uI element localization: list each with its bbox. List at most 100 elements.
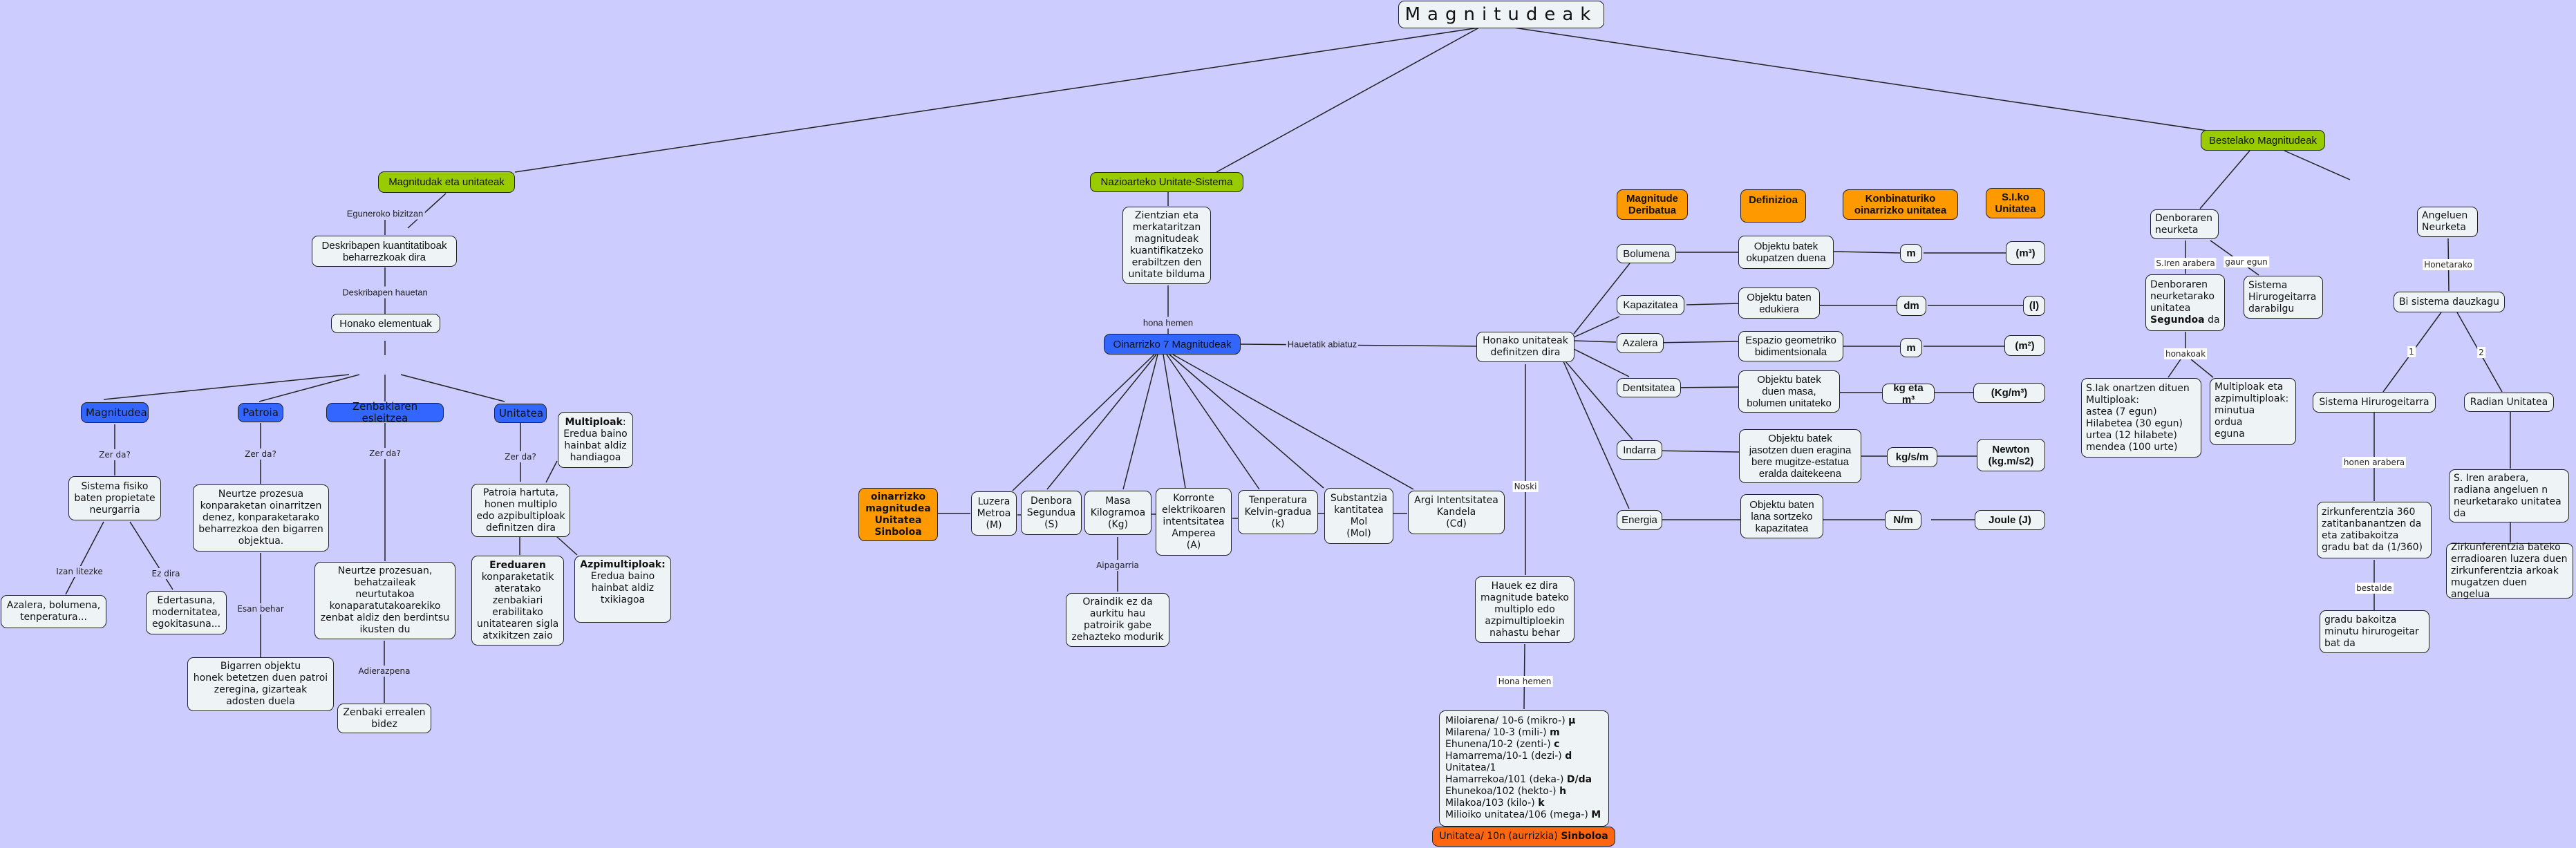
prefix-item: Ehunena/10-2 (zenti-) c: [1445, 739, 1560, 750]
magnitudea-definition[interactable]: Sistema fisiko baten propietate neurgarr…: [68, 476, 161, 520]
derived-definition-area[interactable]: Espazio geometriko bidimentsionala: [1738, 331, 1843, 361]
prefix-item: Milakoa/103 (kilo-) k: [1445, 798, 1545, 809]
derived-name-energy[interactable]: Energia: [1617, 510, 1662, 530]
derived-name-density[interactable]: Dentsitatea: [1617, 378, 1681, 397]
link-label-one: 1: [2407, 346, 2416, 357]
legend-base-magnitude-unit-symbol: oinarrizko magnitudea Unitatea Sinboloa: [858, 488, 938, 541]
link-label-of-course: Noski: [1512, 481, 1539, 492]
time-si-unit[interactable]: Denboraren neurketarako unitatea Segundo…: [2145, 274, 2225, 331]
model-title: Ereduaren: [489, 559, 546, 571]
derived-name-volume[interactable]: Bolumena: [1617, 244, 1676, 263]
time-measurement[interactable]: Denboraren neurketa: [2150, 209, 2219, 239]
derived-si-energy[interactable]: Joule (J): [1975, 510, 2045, 530]
link-label-what-is: Zer da?: [97, 449, 132, 460]
header-si-unit: S.I.ko Unitatea: [1986, 188, 2045, 218]
angle-sexagesimal[interactable]: Sistema Hirurogeitarra: [2313, 392, 2436, 413]
submultiples-box[interactable]: Azpimultiploak: Eredua baino hainbat ald…: [574, 556, 671, 623]
derived-definition-density[interactable]: Objektu batek duen masa, bolumen unitate…: [1738, 370, 1840, 413]
unitatea-definition[interactable]: Patroia hartuta, honen multiplo edo azpi…: [471, 484, 570, 537]
link-label-are-not: Ez dira: [150, 568, 182, 579]
derived-combined-area[interactable]: m: [1900, 338, 1922, 357]
link-label-could-be: Izan litezke: [55, 566, 104, 577]
derived-name-capacity[interactable]: Kapazitatea: [1617, 295, 1684, 315]
base-unit-substance[interactable]: Substantzia kantitatea Mol (Mol): [1324, 488, 1393, 544]
base-unit-luminous-intensity[interactable]: Argi Intentsitatea Kandela (Cd): [1408, 491, 1505, 534]
derived-definition-capacity[interactable]: Objektu baten edukiera: [1738, 288, 1820, 319]
derived-combined-capacity[interactable]: dm: [1897, 296, 1926, 316]
defined-units-node[interactable]: Honako unitateak definitzen dira: [1476, 332, 1574, 362]
time-si-multiples[interactable]: S.Iak onartzen dituen Multiploak: astea …: [2081, 378, 2201, 458]
derived-combined-energy[interactable]: N/m: [1885, 510, 1921, 530]
header-combined-units: Konbinaturiko oinarrizko unitatea: [1843, 189, 1958, 220]
multiples-title: Multiploak: [565, 416, 623, 428]
prefix-item: Ehunekoa/102 (hekto-) h: [1445, 786, 1567, 797]
international-system-description[interactable]: Zientzian eta merkataritzan magnitudeak …: [1122, 207, 1211, 284]
concept-magnitudea[interactable]: Magnitudea: [81, 402, 149, 423]
quantitative-descriptions[interactable]: Deskribapen kuantitatiboak beharrezkoak …: [312, 236, 457, 267]
base-7-magnitudes[interactable]: Oinarrizko 7 Magnitudeak: [1104, 334, 1241, 355]
magnitudea-non-examples[interactable]: Edertasuna, modernitatea, egokitasuna...: [146, 591, 227, 634]
patroia-definition[interactable]: Neurtze prozesua konparaketan oinarritze…: [193, 484, 329, 552]
prefix-item: Milarena/ 10-3 (mili-) m: [1445, 727, 1560, 738]
time-other-multiples[interactable]: Multiploak eta azpimultiploak: minutua o…: [2210, 378, 2296, 445]
derived-si-area[interactable]: (m²): [2004, 335, 2045, 356]
time-sexagesimal[interactable]: Sistema Hirurogeitarra darabilgu: [2244, 276, 2323, 319]
prefix-footer: Unitatea/ 10n (aurrizkia) Sinboloa: [1432, 827, 1615, 847]
derived-definition-energy[interactable]: Objektu baten lana sortzeko kapazitatea: [1740, 494, 1823, 538]
mass-note[interactable]: Oraindik ez da aurkitu hau patroirik gab…: [1066, 593, 1169, 647]
derived-definition-force[interactable]: Objektu batek jasotzen duen eragina bere…: [1739, 429, 1861, 483]
circumference-360[interactable]: zirkunferentzia 360 zatitanbanantzen da …: [2317, 502, 2432, 558]
radian-si[interactable]: S. Iren arabera, radiana angeluen n neur…: [2449, 469, 2569, 522]
model-box[interactable]: Ereduaren konparaketatik ateratako zenba…: [471, 556, 564, 646]
base-unit-current[interactable]: Korronte elektrikoaren intentsitatea Amp…: [1156, 488, 1232, 556]
branch-international-system[interactable]: Nazioarteko Unitate-Sistema: [1090, 172, 1243, 192]
derived-combined-volume[interactable]: m: [1900, 244, 1922, 263]
derived-definition-volume[interactable]: Objektu batek okupatzen duena: [1738, 236, 1834, 269]
derived-name-force[interactable]: Indarra: [1617, 440, 1662, 460]
derived-si-volume[interactable]: (m³): [2006, 241, 2045, 265]
derived-si-density[interactable]: (Kg/m³): [1973, 383, 2045, 403]
branch-other-magnitudes[interactable]: Bestelako Magnitudeak: [2201, 130, 2325, 151]
derived-si-force[interactable]: Newton (kg.m/s2): [1977, 439, 2045, 471]
link-label-what-is: Zer da?: [368, 448, 402, 459]
not-confuse-note[interactable]: Hauek ez dira magnitude bateko multiplo …: [1475, 576, 1574, 643]
concept-unitatea[interactable]: Unitatea: [494, 404, 547, 423]
base-unit-length[interactable]: Luzera Metroa (M): [971, 491, 1017, 536]
multiples-text: : Eredua baino hainbat aldiz handiagoa: [563, 416, 628, 463]
header-definition: Definizioa: [1740, 189, 1806, 223]
link-label-also: bestalde: [2355, 583, 2394, 594]
link-label-must-say: Esan behar: [236, 603, 285, 614]
radian-unit[interactable]: Radian Unitatea: [2464, 393, 2554, 412]
two-systems[interactable]: Bi sistema dauzkagu: [2394, 292, 2505, 312]
link-label-for-this: Honetarako: [2423, 259, 2474, 270]
concept-patroia[interactable]: Patroia: [238, 403, 283, 422]
derived-name-area[interactable]: Azalera: [1617, 333, 1664, 353]
derived-combined-force[interactable]: kg/s/m: [1887, 447, 1937, 467]
concept-zenbakiaren-esleitzea[interactable]: Zenbakiaren esleitzea: [326, 401, 444, 424]
following-elements[interactable]: Honako elementuak: [331, 314, 440, 333]
derived-combined-density[interactable]: kg eta m³: [1882, 382, 1935, 406]
prefix-footer-symbol: Sinboloa: [1561, 831, 1608, 842]
link-label-today: gaur egun: [2224, 256, 2269, 267]
link-label-expression: Adierazpena: [357, 666, 412, 677]
zenbakia-expression[interactable]: Zenbaki errealen bidez: [337, 704, 431, 733]
zenbakia-definition[interactable]: Neurtze prozesuan, behatzaileak neurtuta…: [314, 562, 455, 639]
submultiples-text: Eredua baino hainbat aldiz txikiagoa: [590, 571, 655, 605]
multiples-box[interactable]: Multiploak: Eredua baino hainbat aldiz h…: [558, 412, 633, 468]
branch-magnitudes-units[interactable]: Magnitudak eta unitateak: [378, 171, 515, 193]
prefix-item: Miloiarena/ 10-6 (mikro-) µ: [1445, 715, 1576, 726]
derived-si-capacity[interactable]: (l): [2023, 296, 2045, 316]
base-unit-temperature[interactable]: Tenperatura Kelvin-gradua (k): [1238, 490, 1318, 534]
angle-measurement[interactable]: Angeluen Neurketa: [2417, 207, 2478, 237]
patroia-note[interactable]: Bigarren objektu honek betetzen duen pat…: [187, 657, 334, 711]
prefix-list[interactable]: Miloiarena/ 10-6 (mikro-) µ Milarena/ 10…: [1439, 710, 1609, 827]
base-unit-time[interactable]: Denbora Segundua (S): [1021, 491, 1082, 535]
degree-minute[interactable]: gradu bakoitza minutu hirurogeitar bat d…: [2320, 610, 2429, 653]
prefix-item: Unitatea/1: [1445, 762, 1496, 773]
time-si-unit-bold: Segundoa: [2150, 314, 2205, 326]
radian-definition[interactable]: Zirkunferentzia bateko erradioaren luzer…: [2446, 542, 2573, 600]
base-unit-mass[interactable]: Masa Kilogramoa (Kg): [1084, 491, 1151, 535]
link-label-notable: Aipagarria: [1095, 560, 1140, 571]
link-label-here-are: hona hemen: [1141, 317, 1195, 329]
magnitudea-examples[interactable]: Azalera, bolumena, tenperatura...: [1, 595, 106, 628]
